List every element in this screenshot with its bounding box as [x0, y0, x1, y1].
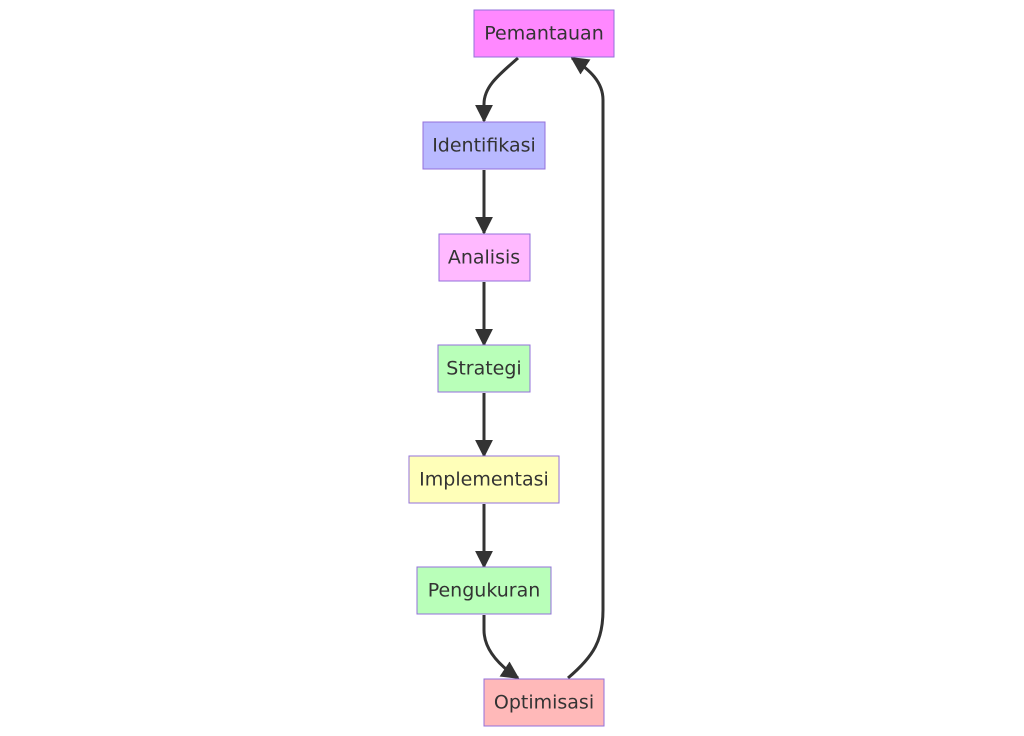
- node-analisis[interactable]: Analisis: [438, 233, 531, 282]
- node-analisis-box: [438, 233, 531, 282]
- node-identifikasi-label: Identifikasi: [432, 135, 536, 157]
- node-strategi-label: Strategi: [446, 358, 521, 380]
- node-pengukuran[interactable]: Pengukuran: [416, 566, 552, 615]
- node-optimisasi-label: Optimisasi: [494, 692, 594, 714]
- edge-optimisasi-to-pemantauan: [567, 56, 605, 680]
- node-identifikasi[interactable]: Identifikasi: [422, 121, 546, 170]
- node-strategi[interactable]: Strategi: [437, 344, 531, 393]
- node-implementasi-label: Implementasi: [419, 469, 549, 491]
- node-pengukuran-label: Pengukuran: [428, 580, 541, 602]
- node-implementasi-box: [408, 455, 560, 504]
- node-pengukuran-box: [416, 566, 552, 615]
- node-strategi-box: [437, 344, 531, 393]
- node-pemantauan-box: [473, 9, 615, 58]
- node-pemantauan-label: Pemantauan: [484, 23, 603, 45]
- node-optimisasi[interactable]: Optimisasi: [483, 678, 605, 727]
- nodes-layer: Pemantauan Identifikasi Analisis Strateg…: [408, 9, 615, 727]
- node-identifikasi-box: [422, 121, 546, 170]
- edges-layer: [475, 56, 605, 680]
- node-optimisasi-box: [483, 678, 605, 727]
- edge-pemantauan-to-identifikasi: [475, 56, 519, 123]
- edge-pengukuran-to-optimisasi: [482, 615, 520, 680]
- node-pemantauan[interactable]: Pemantauan: [473, 9, 615, 58]
- node-implementasi[interactable]: Implementasi: [408, 455, 560, 504]
- node-analisis-label: Analisis: [448, 247, 520, 269]
